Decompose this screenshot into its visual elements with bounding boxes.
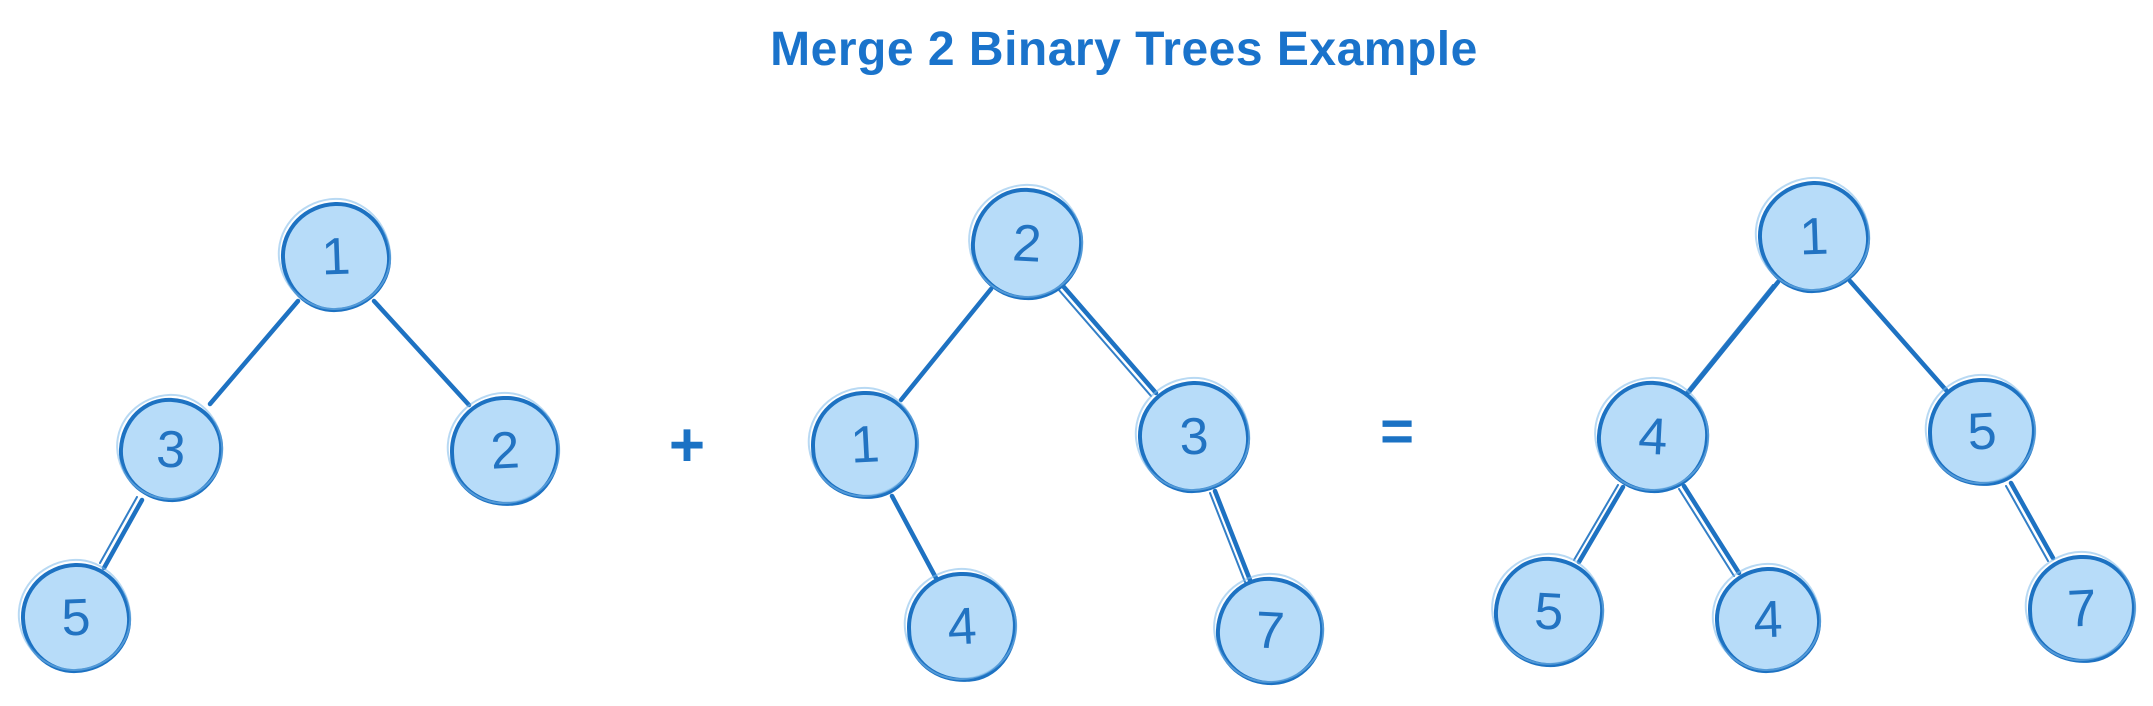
edge-result-5-7-sketch xyxy=(2005,485,2049,562)
equals-operator: = xyxy=(1380,399,1414,464)
edge-result-4-5-sketch xyxy=(1573,484,1619,561)
edge-result-4-4 xyxy=(1681,483,1742,576)
edge-tree1-3-5 xyxy=(101,497,145,571)
tree2-left-value: 1 xyxy=(849,415,881,475)
tree1-left-value: 3 xyxy=(155,420,187,480)
edge-tree2-2-1 xyxy=(898,286,994,403)
edge-tree2-2-3-sketch xyxy=(1057,288,1152,397)
tree2-root-value: 2 xyxy=(1011,214,1043,274)
edge-result-4-4-sketch xyxy=(1678,488,1735,577)
edge-tree1-1-3 xyxy=(207,298,301,407)
result-left-value: 4 xyxy=(1637,407,1669,467)
edge-result-1-4 xyxy=(1686,279,1781,395)
tree2-left-right-value: 4 xyxy=(946,597,978,657)
result-right-value: 5 xyxy=(1966,402,1998,462)
result-left-right-value: 4 xyxy=(1752,590,1784,650)
plus-operator: + xyxy=(668,411,706,480)
edge-result-1-5 xyxy=(1847,278,1949,393)
tree1-right-value: 2 xyxy=(489,421,521,481)
edge-tree1-1-2 xyxy=(371,298,472,408)
edge-tree2-3-7-sketch xyxy=(1209,492,1246,583)
edge-tree2-2-3 xyxy=(1060,283,1159,396)
edge-tree1-3-5-sketch xyxy=(99,496,138,564)
result-left-left-value: 5 xyxy=(1533,582,1565,642)
tree2-right-value: 3 xyxy=(1178,407,1210,467)
edge-result-5-7 xyxy=(2008,480,2056,561)
tree1-left-left-value: 5 xyxy=(60,588,92,648)
result-right-right-value: 7 xyxy=(2066,579,2098,639)
edge-result-1-4-sketch xyxy=(1683,284,1774,396)
edge-tree2-3-7 xyxy=(1212,488,1253,583)
result-root-value: 1 xyxy=(1798,207,1830,267)
edge-tree2-1-4 xyxy=(889,493,939,581)
tree1-root-value: 1 xyxy=(320,227,352,287)
tree2-right-right-value: 7 xyxy=(1254,601,1286,661)
edge-result-4-5 xyxy=(1576,484,1626,565)
diagram-title: Merge 2 Binary Trees Example xyxy=(770,23,1478,76)
